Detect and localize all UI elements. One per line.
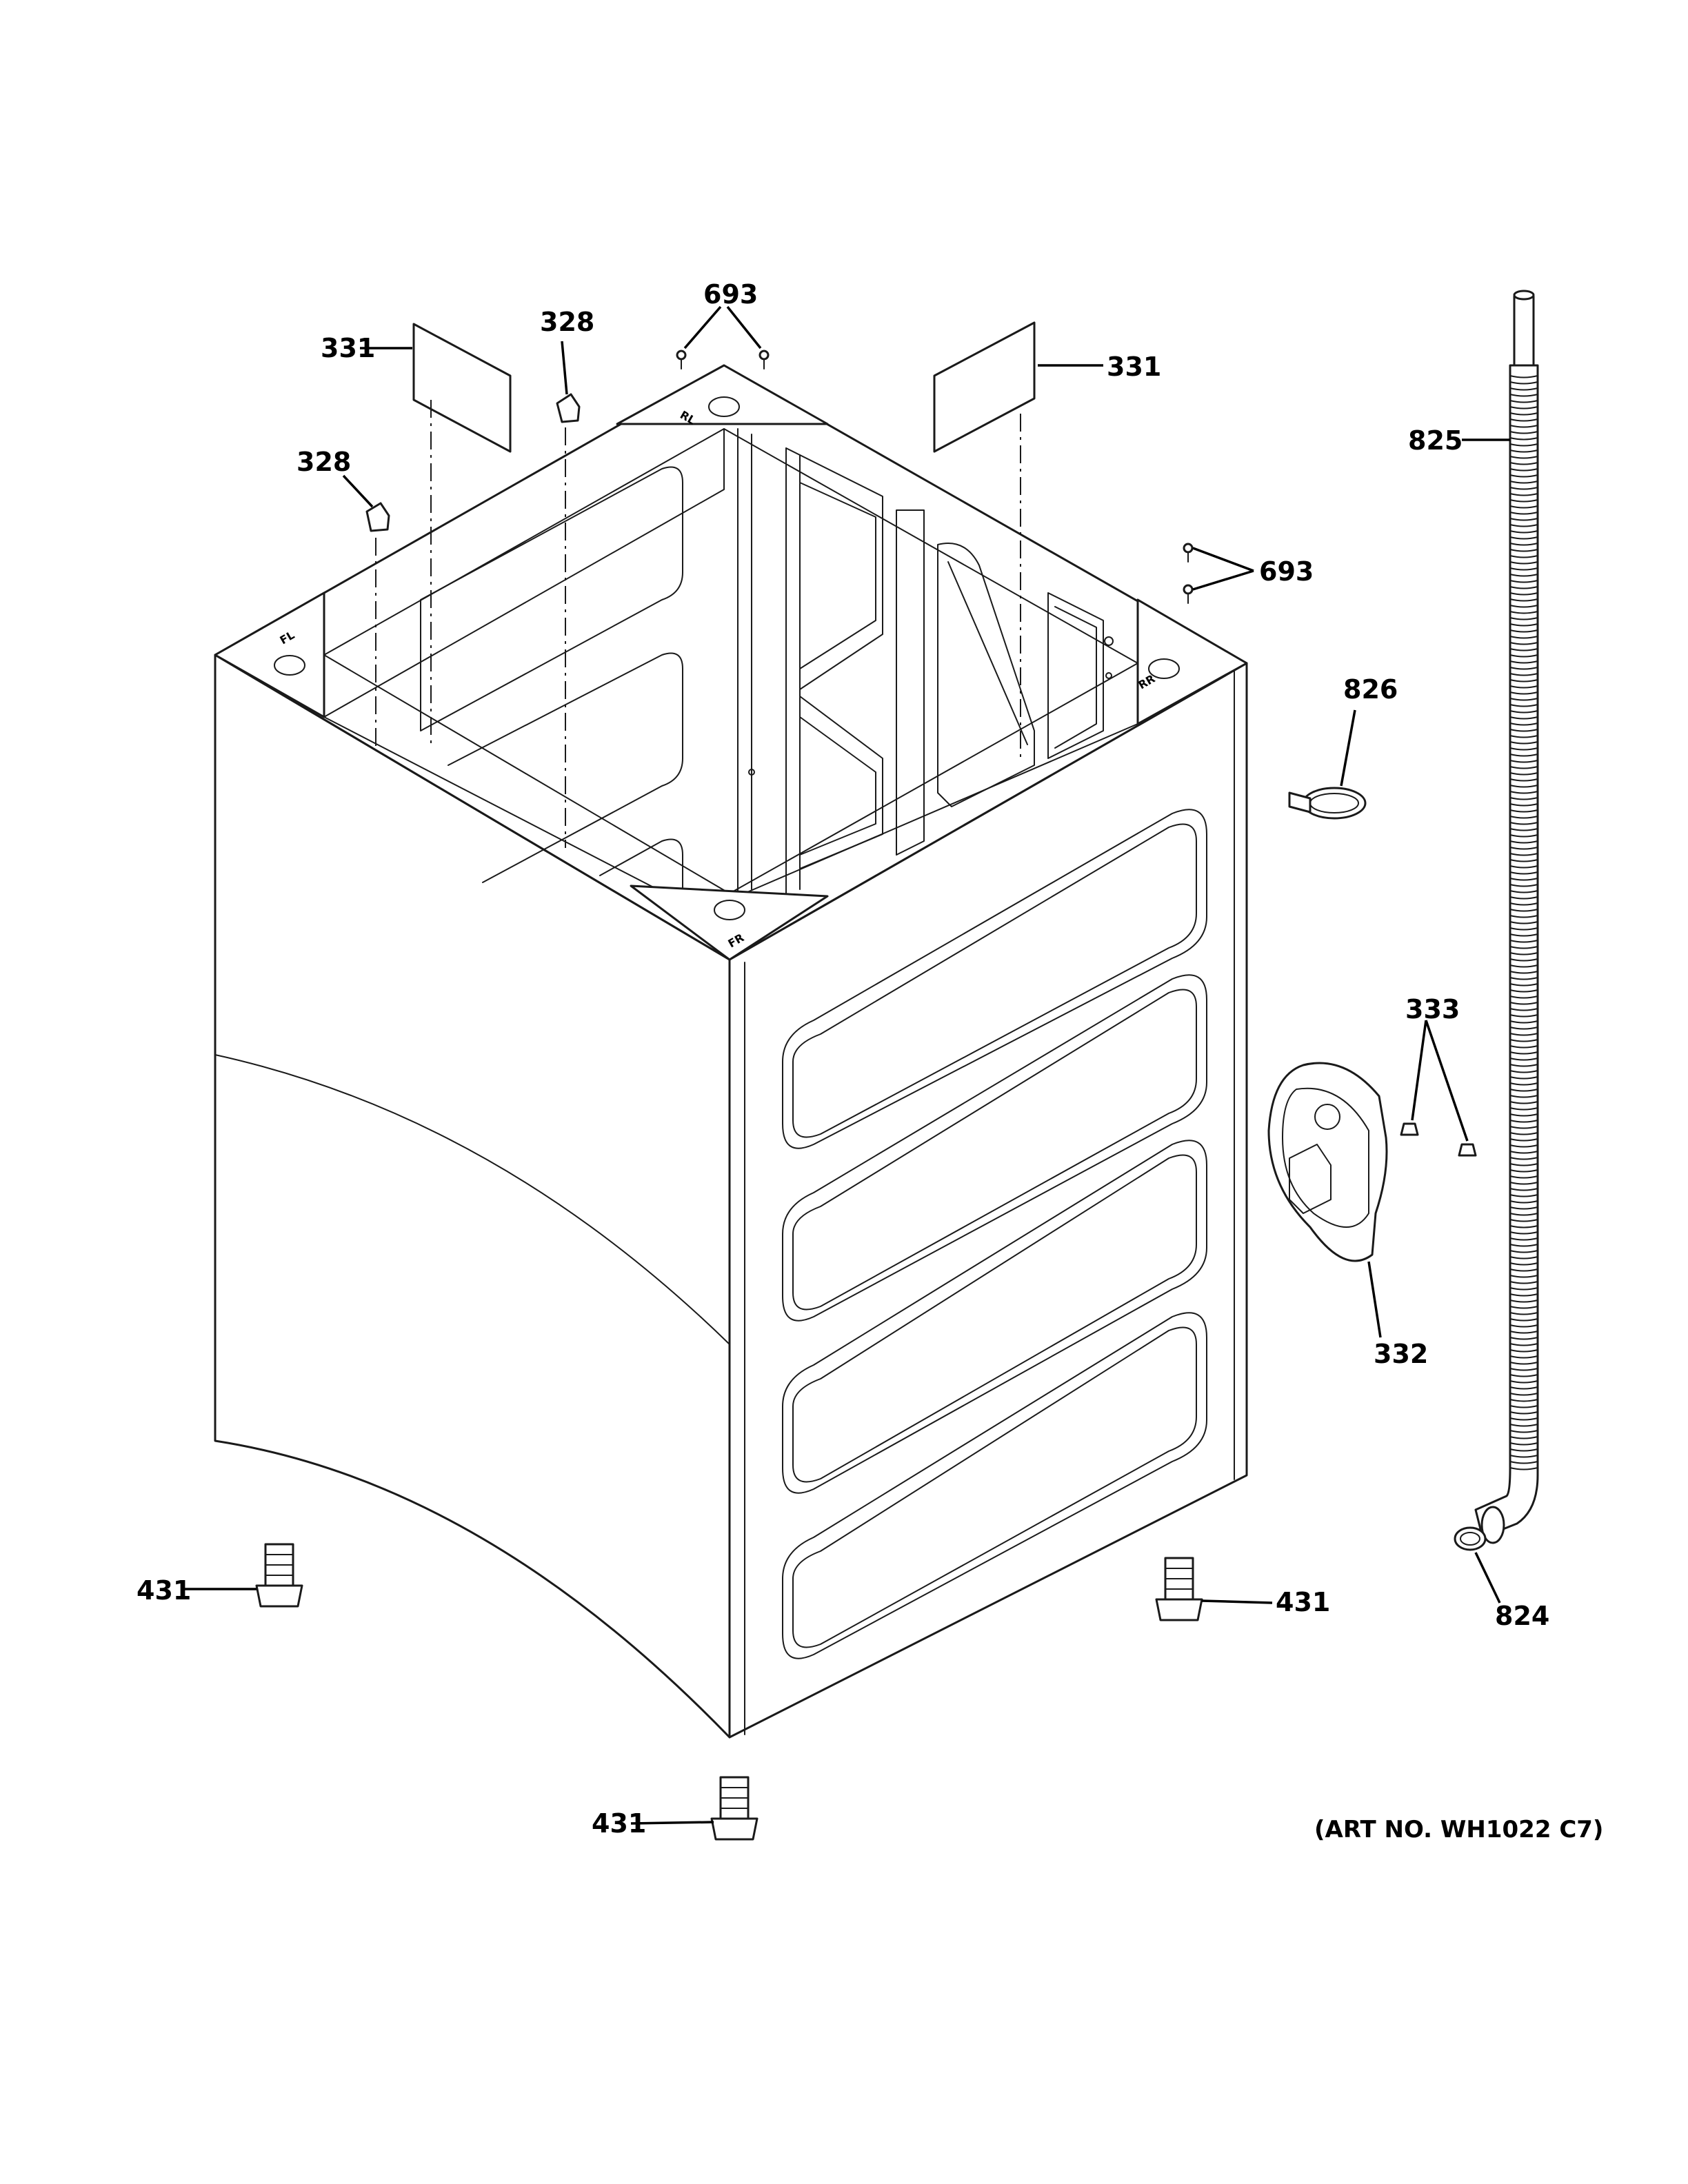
callout-333: 333 [1405,994,1460,1024]
callout-431-right: 431 [1276,1587,1330,1617]
callout-328-left: 328 [297,447,351,477]
callout-331-left: 331 [321,333,375,363]
part-431-leg-right [1155,1557,1203,1621]
part-328-clip-left [365,502,390,751]
part-333-screws [1400,1122,1477,1157]
part-693-screws-top [676,350,770,370]
part-693-screws-right [1183,543,1194,604]
part-331-pad-right [933,321,1036,758]
part-431-leg-bottom [710,1776,758,1841]
part-824-small-clamp [1454,1526,1487,1551]
callout-824: 824 [1495,1601,1549,1631]
inner-back-left-wall [323,428,725,718]
corner-gusset-front-left: FL [214,592,325,718]
cabinet-left-seam [214,1054,730,1345]
corner-gusset-rear-left: RL [616,364,829,427]
callout-labels: 331 328 693 331 825 328 693 826 333 332 … [137,279,1603,1843]
callout-328-top: 328 [540,307,594,337]
cabinet-top-rim [214,364,1248,961]
part-331-pad-left [412,323,512,745]
part-826-hose-clamp [1288,787,1367,820]
cabinet-left-face [214,654,731,1739]
callout-825: 825 [1408,425,1463,456]
callout-431-bottom: 431 [592,1808,646,1839]
corner-gusset-rear-right: RR [1136,598,1248,725]
part-431-leg-left [255,1543,303,1608]
right-face-embossed-panels [782,809,1207,1659]
part-328-clip-top [556,393,581,848]
part-825-drain-hose [1474,290,1539,1544]
leader-lines [185,305,1510,1825]
callout-693-top: 693 [703,279,758,310]
corner-gusset-front-right: FR [630,884,829,961]
cabinet: RL FL RR FR [214,364,1248,1739]
callout-331-right: 331 [1107,352,1161,382]
callout-826: 826 [1343,674,1398,705]
callout-693-right: 693 [1259,556,1314,587]
art-number: (ART NO. WH1022 C7) [1314,1816,1603,1843]
callout-431-left: 431 [137,1575,191,1606]
part-332-access-cover [1267,1062,1388,1262]
callout-332: 332 [1374,1339,1428,1369]
